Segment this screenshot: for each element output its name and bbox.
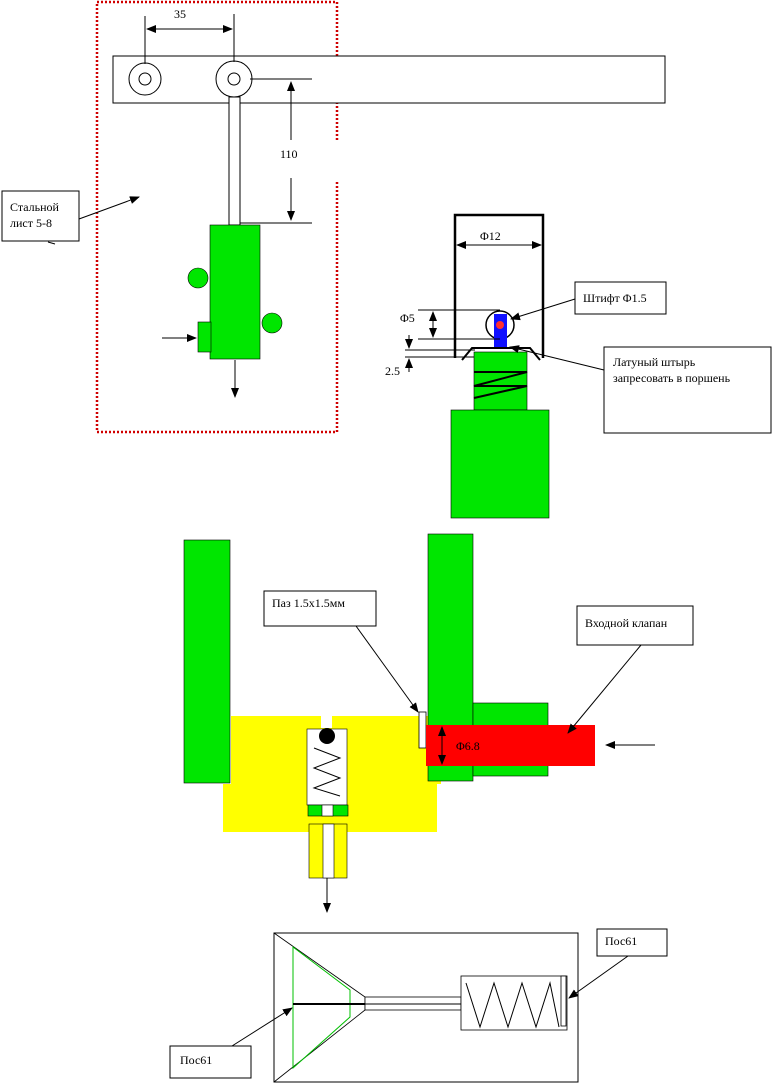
- spring-housing: [460, 975, 568, 1031]
- inlet-valve-callout-box: [576, 605, 694, 646]
- red-inlet-valve: [426, 725, 595, 766]
- green-piston-body: [209, 224, 261, 360]
- dotted-boundary: [95, 0, 339, 434]
- brass-pin-line2: запресовать в поршень: [613, 371, 731, 385]
- green-ball-left: [187, 267, 209, 289]
- steel-sheet-callout: [1, 190, 80, 242]
- green-side-block: [197, 321, 212, 353]
- steel-sheet-line1: Стальной: [10, 200, 60, 214]
- pin-leader: [510, 298, 576, 321]
- middle-assembly: Φ6.8 Паз 1.5х1.5мм Входной клапан: [183, 533, 694, 913]
- groove-callout-label: Паз 1.5х1.5мм: [272, 596, 345, 610]
- red-dot: [496, 321, 504, 329]
- brass-pin-leader: [509, 345, 605, 371]
- dim-phi68-label: Φ6.8: [456, 739, 480, 753]
- right-hole-inner: [227, 72, 241, 86]
- seat-bracket: [461, 347, 541, 361]
- groove-marker: [418, 711, 427, 749]
- valve-ball: [319, 728, 335, 744]
- top-bar: [112, 55, 666, 104]
- green-piston-top: [473, 351, 528, 411]
- inlet-valve-callout-label: Входной клапан: [585, 616, 668, 630]
- dim-25-label: 2.5: [385, 364, 400, 378]
- dim-phi12-label: Φ12: [480, 229, 501, 243]
- steel-sheet-tick: [47, 241, 56, 245]
- white-gap-in-boundary: [330, 142, 344, 182]
- blue-pin: [494, 314, 507, 348]
- inlet-valve-leader: [567, 644, 642, 734]
- pos1-left-callout-box: [169, 1045, 252, 1079]
- left-hole-inner: [138, 72, 152, 86]
- pin-callout-label: Штифт Φ1.5: [583, 291, 647, 305]
- funnel-green-lines: [292, 945, 351, 1070]
- valve-spring: [312, 747, 342, 797]
- top-left-assembly: 35 110 Стальной лист 5-8: [1, 0, 666, 434]
- dim-phi5-label: Φ5: [400, 311, 415, 325]
- housing-spring: [465, 981, 560, 1029]
- brass-pin-callout-box: [603, 346, 772, 434]
- pos1-right-leader: [568, 955, 629, 999]
- yellow-body-slot: [321, 716, 332, 728]
- top-right-detail: Φ12 Φ5 2.5 Штифт Φ1.5 Латуный штырь запр…: [385, 213, 772, 519]
- green-column-left: [183, 539, 231, 784]
- groove-leader: [355, 625, 419, 713]
- green-ball-right: [261, 312, 283, 334]
- green-piston-base: [450, 409, 550, 519]
- spring-zigzag: [473, 371, 528, 399]
- connecting-rod: [228, 96, 241, 226]
- bottom-assembly: Пос61 Пос61: [169, 928, 668, 1083]
- outlet-tube-bore: [322, 823, 335, 879]
- groove-callout-box: [263, 590, 377, 627]
- valve-seat-gap: [321, 804, 334, 817]
- spring-end-plate: [560, 975, 567, 1027]
- pos1-left-label: Пос61: [180, 1053, 212, 1067]
- steel-sheet-line2: лист 5-8: [10, 216, 52, 230]
- pin-callout-box: [574, 281, 667, 315]
- dim-35-label: 35: [174, 7, 186, 21]
- pos1-left-leader: [231, 1007, 293, 1047]
- dim-110-label: 110: [280, 147, 298, 161]
- steel-sheet-leader: [78, 196, 140, 220]
- pos1-right-callout-box: [596, 928, 668, 957]
- pos1-right-label: Пос61: [605, 934, 637, 948]
- brass-pin-line1: Латуный штырь: [613, 355, 696, 369]
- chamber-outline: [453, 213, 545, 358]
